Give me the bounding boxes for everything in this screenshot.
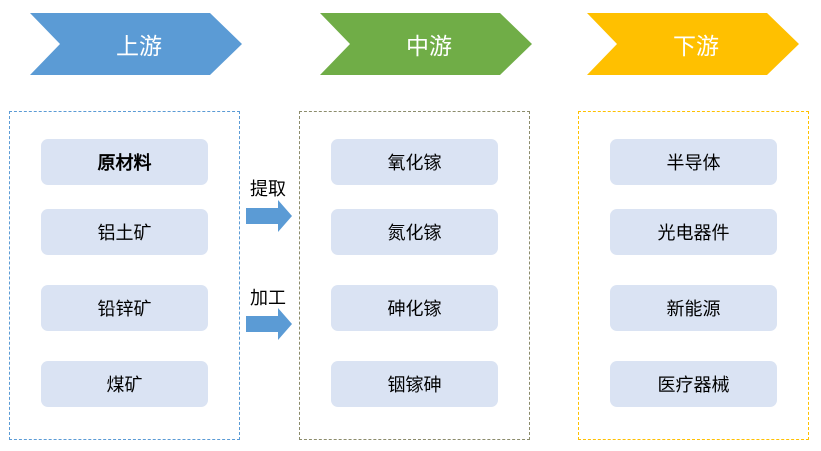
upstream-item-bauxite: 铝土矿 [41, 209, 208, 255]
downstream-column: 半导体 光电器件 新能源 医疗器械 [578, 111, 809, 440]
upstream-title: 上游 [116, 34, 162, 60]
connector-process-label: 加工 [250, 288, 286, 309]
midstream-header: 中游 [320, 13, 532, 75]
downstream-item-medical-devices: 医疗器械 [610, 361, 777, 407]
connector-extract-arrow [246, 200, 292, 232]
midstream-title: 中游 [406, 34, 452, 60]
midstream-column: 氧化镓 氮化镓 砷化镓 铟镓砷 [299, 111, 530, 440]
connector-extract-label: 提取 [250, 179, 286, 200]
downstream-header: 下游 [587, 13, 799, 75]
midstream-chevron-shape [320, 13, 532, 75]
connector-process-arrow [246, 308, 292, 340]
midstream-item-gallium-arsenide: 砷化镓 [331, 285, 498, 331]
downstream-title: 下游 [673, 34, 719, 60]
midstream-item-indium-gallium-arsenide: 铟镓砷 [331, 361, 498, 407]
upstream-item-coal-mine: 煤矿 [41, 361, 208, 407]
downstream-item-new-energy: 新能源 [610, 285, 777, 331]
midstream-item-gallium-oxide: 氧化镓 [331, 139, 498, 185]
upstream-header: 上游 [30, 13, 242, 75]
downstream-chevron-shape [587, 13, 799, 75]
upstream-item-raw-materials: 原材料 [41, 139, 208, 185]
upstream-item-lead-zinc-ore: 铅锌矿 [41, 285, 208, 331]
upstream-chevron-shape [30, 13, 242, 75]
downstream-item-semiconductor: 半导体 [610, 139, 777, 185]
downstream-item-optoelectronics: 光电器件 [610, 209, 777, 255]
midstream-item-gallium-nitride: 氮化镓 [331, 209, 498, 255]
upstream-column: 原材料 铝土矿 铅锌矿 煤矿 [9, 111, 240, 440]
